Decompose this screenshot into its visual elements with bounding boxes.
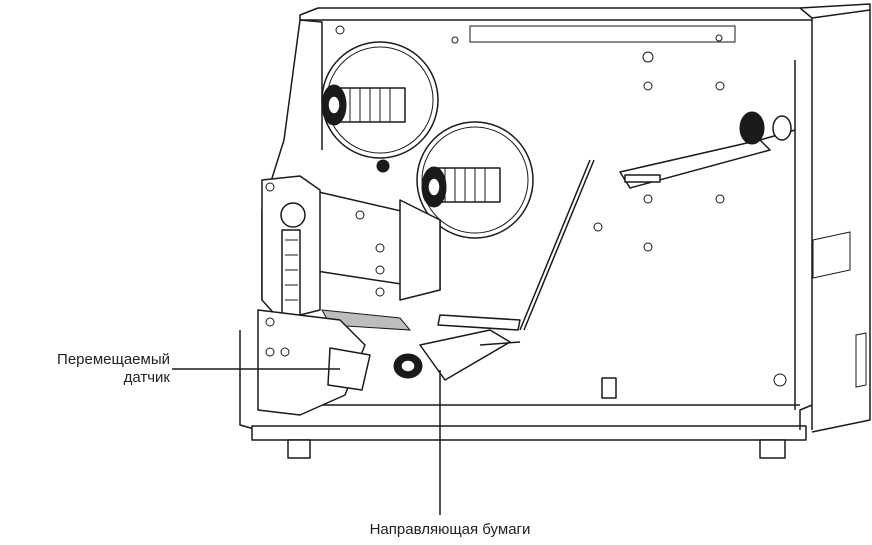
printer-chassis (239, 3, 871, 459)
movable-sensor-label-line1: Перемещаемый (57, 351, 170, 368)
sensor-and-guide-assembly (257, 309, 521, 416)
movable-sensor-label: Перемещаемый датчик (8, 351, 170, 387)
ribbon-supply-spindle (321, 41, 439, 173)
paper-guide-label: Направляющая бумаги (369, 521, 531, 538)
media-hanger (519, 111, 796, 331)
ribbon-rewind-spindle (416, 121, 534, 239)
frame-holes (335, 25, 787, 387)
print-head-assembly (261, 175, 441, 331)
movable-sensor-label-line2: датчик (123, 369, 170, 386)
